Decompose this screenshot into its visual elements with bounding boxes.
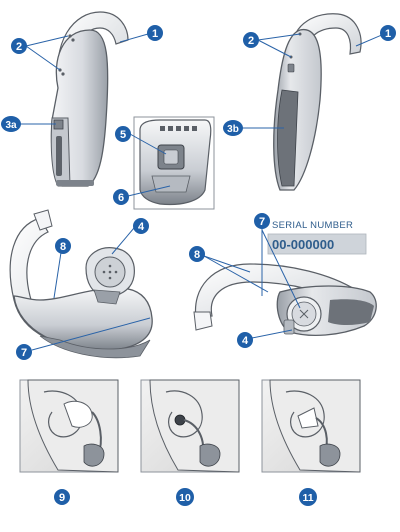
device-middle-right [193,263,377,336]
callout-1b: 1 [380,25,396,41]
leader-8b-2 [203,255,269,293]
callout-1a-text: 1 [152,28,158,40]
leader-1a [119,33,149,43]
serial-number-value: 00-000000 [272,237,334,252]
callout-7b: 7 [254,213,270,229]
door-cross-2 [299,309,309,319]
door-hinge [93,289,121,305]
serial-number-box [267,233,367,255]
callout-3b: 3b [223,120,243,136]
contact-pin-3 [176,126,181,131]
ear-10-inner [165,390,203,438]
body-lower-edge [39,335,151,359]
device-top-right [273,13,362,191]
leader-8a [53,245,63,299]
leader-8b-1 [203,255,251,273]
leader-6 [127,185,171,197]
program-button-right [287,63,295,73]
mic-port-1 [68,34,72,38]
callout-4a-text: 4 [138,221,145,233]
callout-1b-text: 1 [385,28,391,40]
callout-3b-text: 3b [227,124,239,135]
callout-3a-text: 3a [5,120,17,131]
dome-11 [297,407,319,429]
callout-7b-text: 7 [259,216,265,228]
side-panel-3b [277,89,299,187]
device-middle-left [9,209,153,359]
callout-8a-text: 8 [60,241,66,253]
mic-port-2 [71,38,75,42]
door-latch [283,319,295,335]
leader-2b-2 [257,39,292,58]
callout-10: 10 [176,488,194,506]
callout-10-text: 10 [179,492,191,504]
device-9 [83,443,105,467]
device-top-left [50,11,129,187]
contact-pin-1 [160,126,165,131]
earhook-top-right [291,13,362,55]
callout-11: 11 [299,488,317,506]
callout-6-text: 6 [118,192,124,204]
callout-8b: 8 [189,246,205,262]
body-middle-left [13,287,153,351]
callout-9-text: 9 [59,492,65,504]
dome-9 [63,400,93,428]
earhook-tip [33,209,53,231]
callout-9: 9 [54,489,70,505]
earhook-tip-right [193,311,213,331]
ear-panel-10 [140,379,240,473]
callout-2b-text: 2 [248,35,254,47]
callout-4b: 4 [237,332,253,348]
serial-number-label: SERIAL NUMBER [272,220,353,231]
battery-dot-2 [102,270,106,274]
battery-dot-5 [108,270,112,274]
ear-panel-11 [261,379,361,473]
callout-4b-text: 4 [242,335,249,347]
leader-2a-2 [25,45,61,71]
leader-1b [355,33,385,47]
device-11 [319,443,341,467]
callout-1a: 1 [147,25,163,41]
base-plate [56,180,94,186]
contact-pin-2 [168,126,173,131]
leader-2a-1 [25,35,69,47]
callout-3a: 3a [1,116,21,132]
leader-7b-2 [261,229,301,309]
contact-pin-4 [184,126,189,131]
callout-8a: 8 [55,238,71,254]
ear-9-inner [43,390,83,438]
battery-dot-1 [108,264,112,268]
callout-5: 5 [115,126,131,142]
battery-tab [151,175,191,193]
ear-panel-9 [19,379,119,473]
contact-pin-5 [192,126,197,131]
leader-5 [129,133,167,155]
dark-strip [56,136,62,176]
callout-2a-text: 2 [16,41,22,53]
leader-4b [251,329,293,339]
dome-10 [174,414,186,426]
callout-4a: 4 [133,218,149,234]
battery-dot-3 [114,270,118,274]
callout-7a: 7 [16,344,32,360]
callout-5-text: 5 [120,129,126,141]
callout-2b: 2 [243,32,259,48]
mic-port-4 [61,72,65,76]
battery-closeup [133,116,215,210]
leader-2b-1 [257,33,301,41]
device-10 [199,443,221,467]
callout-8b-text: 8 [194,249,200,261]
leader-7a [31,317,151,351]
leader-4a [111,227,135,255]
ear-11-inner [285,390,325,438]
callout-7a-text: 7 [21,347,27,359]
callout-6: 6 [113,189,129,205]
battery-slot-inner [163,149,179,165]
callout-2a: 2 [11,38,27,54]
body-dark-stripe [328,299,374,325]
callout-11-text: 11 [302,492,313,504]
battery-dot-4 [108,276,112,280]
